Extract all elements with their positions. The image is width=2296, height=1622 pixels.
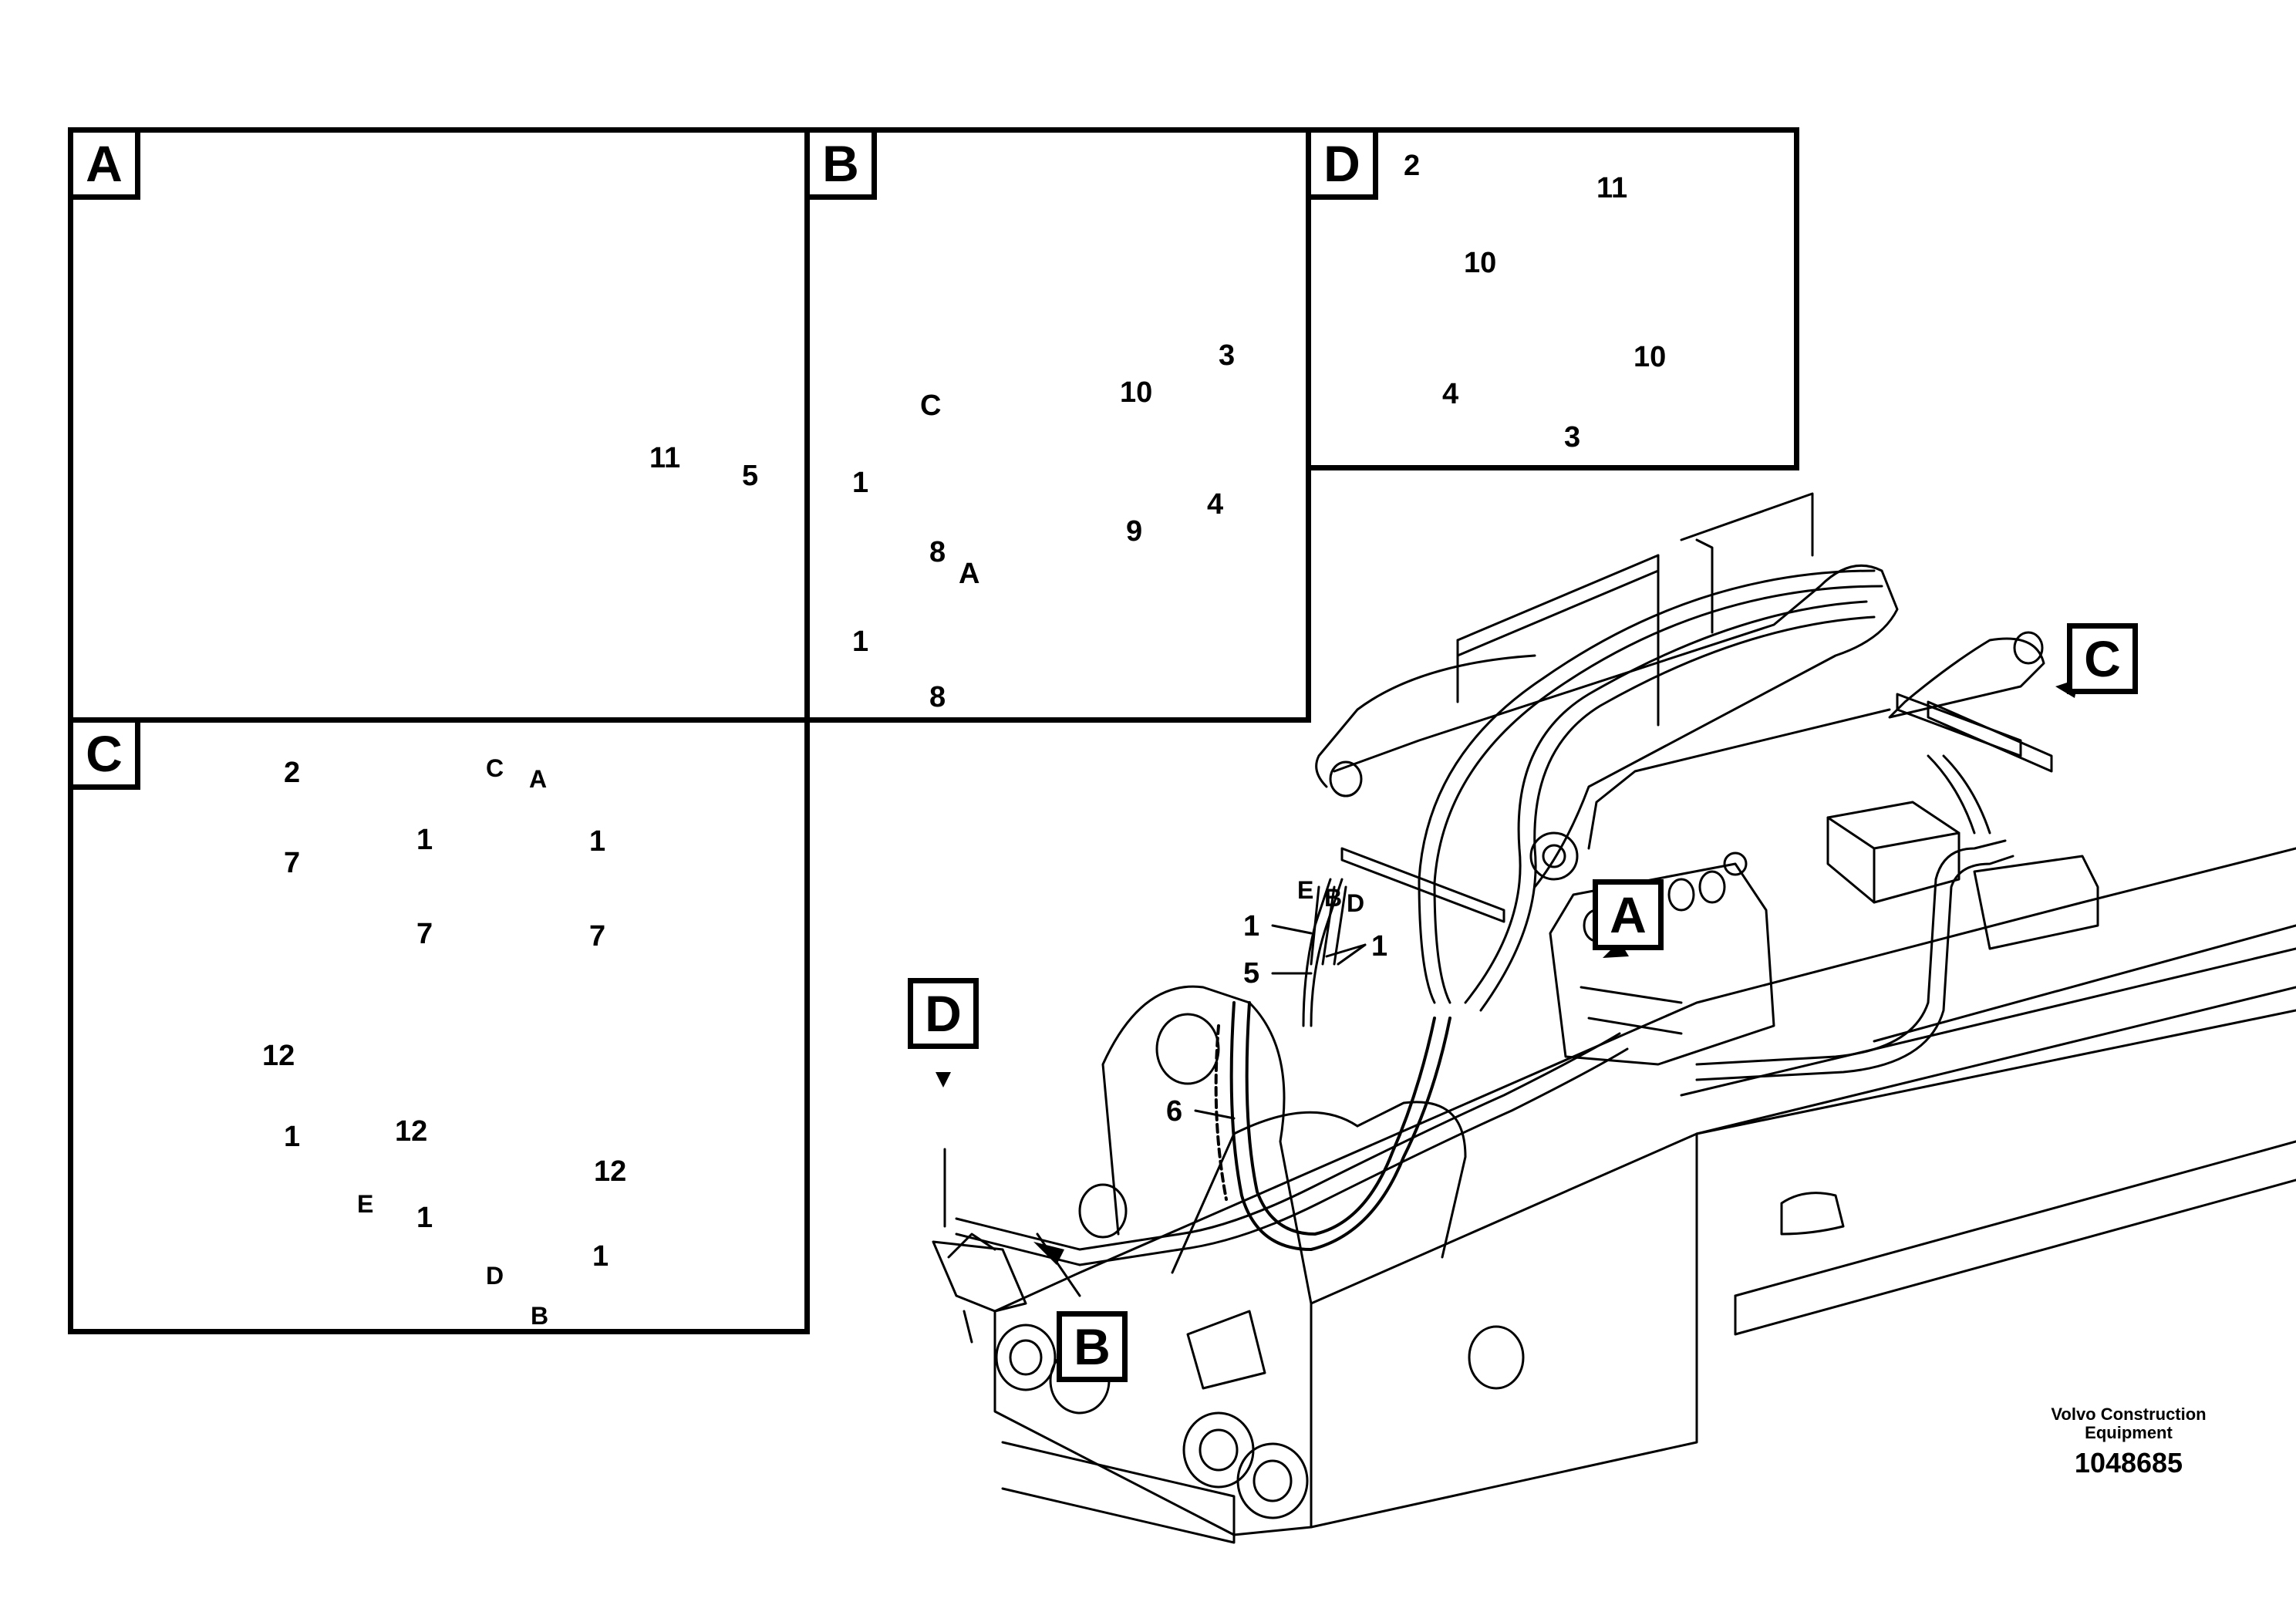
callout-c: C	[920, 389, 942, 422]
callout-2: 2	[1404, 150, 1421, 182]
callout-1b: 1	[1371, 930, 1388, 963]
panel-a-tag: A	[68, 127, 140, 200]
callout-b: B	[1324, 884, 1343, 912]
callout-d: D	[1347, 889, 1365, 917]
panel-b: B	[804, 127, 1311, 723]
callout-1d: 1	[416, 1202, 433, 1234]
callout-2: 2	[284, 757, 301, 789]
callout-1b: 1	[852, 626, 869, 658]
callout-e: E	[1297, 876, 1314, 904]
company-name: Volvo Construction Equipment	[2021, 1404, 2237, 1443]
callout-3: 3	[1564, 421, 1581, 454]
callout-11: 11	[1596, 172, 1628, 204]
callout-d: D	[486, 1262, 504, 1290]
excavator-frame-drawing	[932, 492, 2296, 1544]
callout-6: 6	[1166, 1095, 1183, 1128]
callout-1b: 1	[589, 825, 606, 858]
panel-d: D	[1306, 127, 1799, 470]
callout-1: 1	[416, 824, 433, 856]
main-tag-b: B	[1057, 1311, 1128, 1382]
callout-12b: 12	[395, 1115, 428, 1148]
callout-7b: 7	[416, 918, 433, 950]
callout-a: A	[959, 558, 980, 590]
callout-1c: 1	[284, 1121, 301, 1153]
main-tag-c: C	[2067, 623, 2138, 694]
callout-4: 4	[1442, 378, 1459, 410]
callout-12c: 12	[594, 1155, 627, 1188]
callout-1e: 1	[592, 1240, 609, 1273]
callout-10: 10	[1464, 247, 1497, 279]
callout-e: E	[357, 1190, 374, 1218]
callout-10b: 10	[1633, 341, 1667, 373]
callout-1: 1	[1243, 910, 1260, 943]
callout-11: 11	[649, 442, 681, 474]
panel-a: A	[68, 127, 810, 723]
callout-5: 5	[1243, 957, 1260, 990]
company-line-2: Equipment	[2085, 1423, 2173, 1443]
main-tag-a: A	[1593, 879, 1664, 950]
panel-b-tag: B	[804, 127, 877, 200]
main-tag-d: D	[908, 978, 979, 1049]
callout-4: 4	[1207, 488, 1224, 521]
callout-c: C	[486, 754, 504, 782]
callout-12: 12	[262, 1040, 295, 1072]
callout-b: B	[531, 1302, 549, 1330]
callout-7: 7	[284, 847, 301, 879]
callout-1: 1	[852, 467, 869, 499]
panel-c: C	[68, 717, 810, 1334]
drawing-number: 1048685	[2074, 1447, 2183, 1479]
callout-a: A	[529, 765, 548, 793]
callout-8b: 8	[929, 681, 946, 713]
panel-d-tag: D	[1306, 127, 1378, 200]
callout-3: 3	[1219, 339, 1236, 372]
callout-9: 9	[1126, 515, 1143, 548]
callout-7c: 7	[589, 920, 606, 953]
callout-8: 8	[929, 536, 946, 568]
company-line-1: Volvo Construction	[2051, 1404, 2207, 1424]
callout-10: 10	[1120, 376, 1153, 409]
callout-5: 5	[742, 460, 759, 492]
panel-c-tag: C	[68, 717, 140, 790]
